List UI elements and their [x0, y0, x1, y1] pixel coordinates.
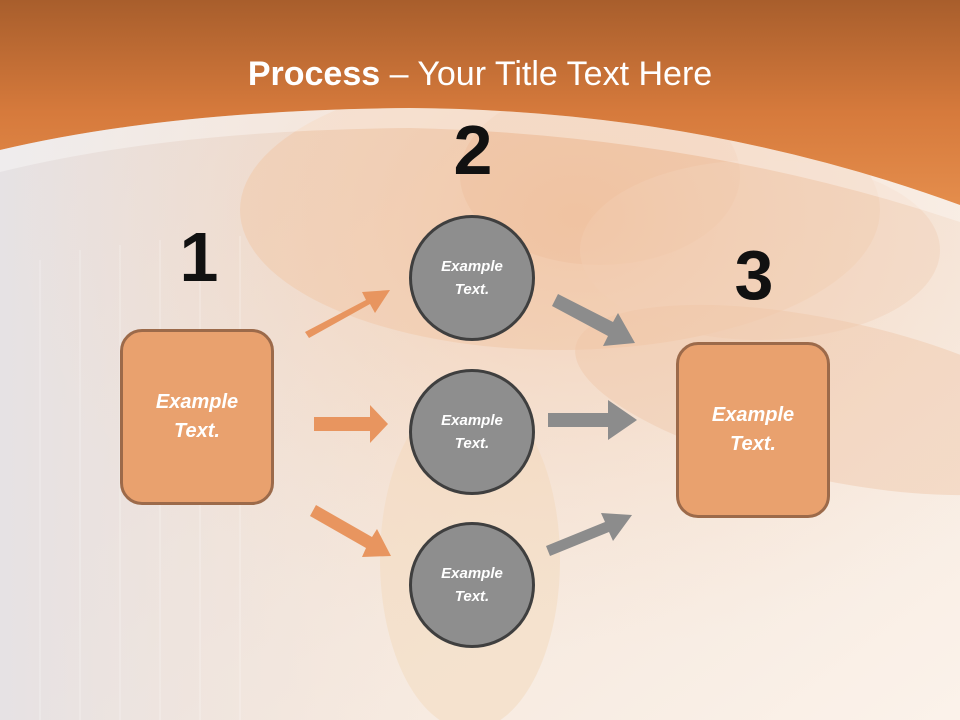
box-right-line2: Text.	[730, 433, 776, 455]
circle-bottom-line2: Text.	[454, 588, 490, 605]
circle-middle-line2: Text.	[454, 435, 490, 452]
circle-bottom-line1: Example	[441, 565, 503, 582]
gray-arrows	[546, 294, 637, 556]
circle-top-line1: Example	[441, 258, 503, 275]
arrow-gray-mid	[548, 400, 637, 440]
arrow-gray-down	[552, 294, 635, 346]
title-rest: Your Title Text Here	[417, 55, 713, 93]
arrow-orange-down	[310, 505, 391, 557]
box-left-line1: Example	[155, 391, 239, 413]
title-dash: –	[380, 55, 418, 93]
circle-middle-line1: Example	[441, 412, 503, 429]
circle-top-line2: Text.	[454, 281, 490, 298]
step-number-1: 1	[179, 218, 219, 296]
title-bold: Process	[247, 55, 381, 93]
arrow-gray-up	[546, 513, 632, 556]
arrow-orange-mid	[314, 405, 388, 443]
orange-arrows	[305, 290, 391, 557]
box-left-line2: Text.	[174, 420, 220, 442]
step-number-2: 2	[453, 111, 493, 189]
box-right-line1: Example	[711, 404, 795, 426]
step-number-3: 3	[734, 236, 774, 314]
slide-title: Process – Your Title Text Here	[0, 52, 960, 96]
arrow-orange-up	[305, 290, 390, 338]
